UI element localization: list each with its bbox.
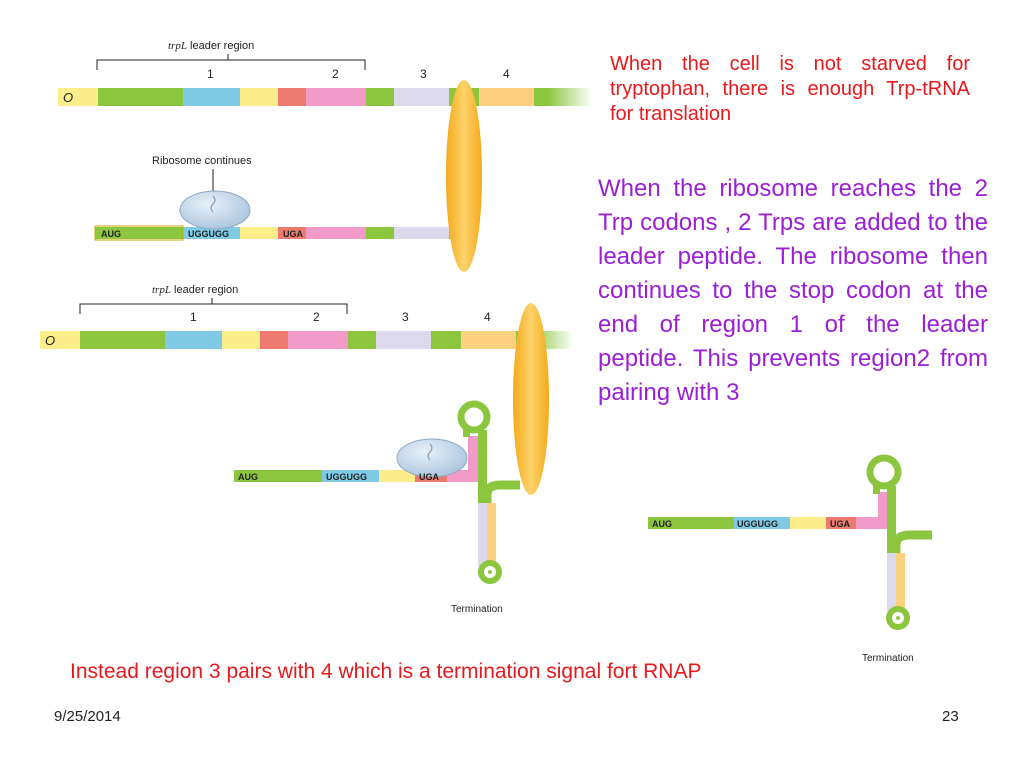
top-region-label-4: 4 [503, 67, 510, 81]
middle-region-label-1: 1 [190, 310, 197, 324]
top-dna-strip [58, 86, 592, 108]
middle-dna-strip [40, 329, 574, 351]
right-codon-aug: AUG [652, 519, 672, 529]
trp-attenuation-diagram: trpL leader region 1 2 3 4 O Ribosome co… [40, 40, 592, 615]
slide-date: 9/25/2014 [54, 708, 121, 725]
not-starved-note: When the cell is not starved for tryptop… [610, 53, 970, 125]
right-termination-label: Termination [862, 653, 914, 664]
rnap-top [446, 80, 482, 272]
middle-hairpins [457, 400, 520, 584]
top-leader-bracket [96, 54, 366, 70]
top-mrna-strip [95, 227, 459, 239]
right-termination-diagram: AUG UGGUGG UGA Termination [648, 454, 932, 664]
middle-region-label-3: 3 [402, 310, 409, 324]
ribosome-middle [396, 438, 468, 478]
ribosome-continues-label: Ribosome continues [152, 155, 252, 167]
right-mrna-strip [648, 492, 887, 529]
top-codon-ugg: UGGUGG [188, 229, 229, 239]
middle-panel: trpL leader region 1 2 3 4 O [40, 284, 574, 615]
middle-region-label-4: 4 [484, 310, 491, 324]
middle-leader-label: trpL leader region [152, 284, 238, 296]
top-region-label-3: 3 [420, 67, 427, 81]
ribosome-explanation: When the ribosome reaches the 2 Trp codo… [598, 175, 988, 406]
right-codon-ugg: UGGUGG [737, 519, 778, 529]
top-region-label-1: 1 [207, 67, 214, 81]
top-codon-uga: UGA [283, 229, 304, 239]
top-operator-label: O [63, 90, 73, 105]
rnap-middle [513, 303, 549, 495]
top-region-label-2: 2 [332, 67, 339, 81]
top-panel: trpL leader region 1 2 3 4 O Ribosome co… [58, 40, 592, 272]
middle-termination-label: Termination [451, 604, 503, 615]
middle-leader-bracket [79, 298, 348, 314]
middle-operator-label: O [45, 333, 55, 348]
termination-explanation: Instead region 3 pairs with 4 which is a… [70, 660, 702, 683]
middle-codon-uga: UGA [419, 472, 440, 482]
right-codon-uga: UGA [830, 519, 851, 529]
top-codon-aug: AUG [101, 229, 121, 239]
middle-codon-aug: AUG [238, 472, 258, 482]
middle-region-label-2: 2 [313, 310, 320, 324]
right-hairpins [866, 454, 932, 630]
top-leader-label: trpL leader region [168, 40, 254, 52]
middle-codon-ugg: UGGUGG [326, 472, 367, 482]
ribosome-top [179, 190, 251, 230]
slide-number: 23 [942, 708, 959, 725]
